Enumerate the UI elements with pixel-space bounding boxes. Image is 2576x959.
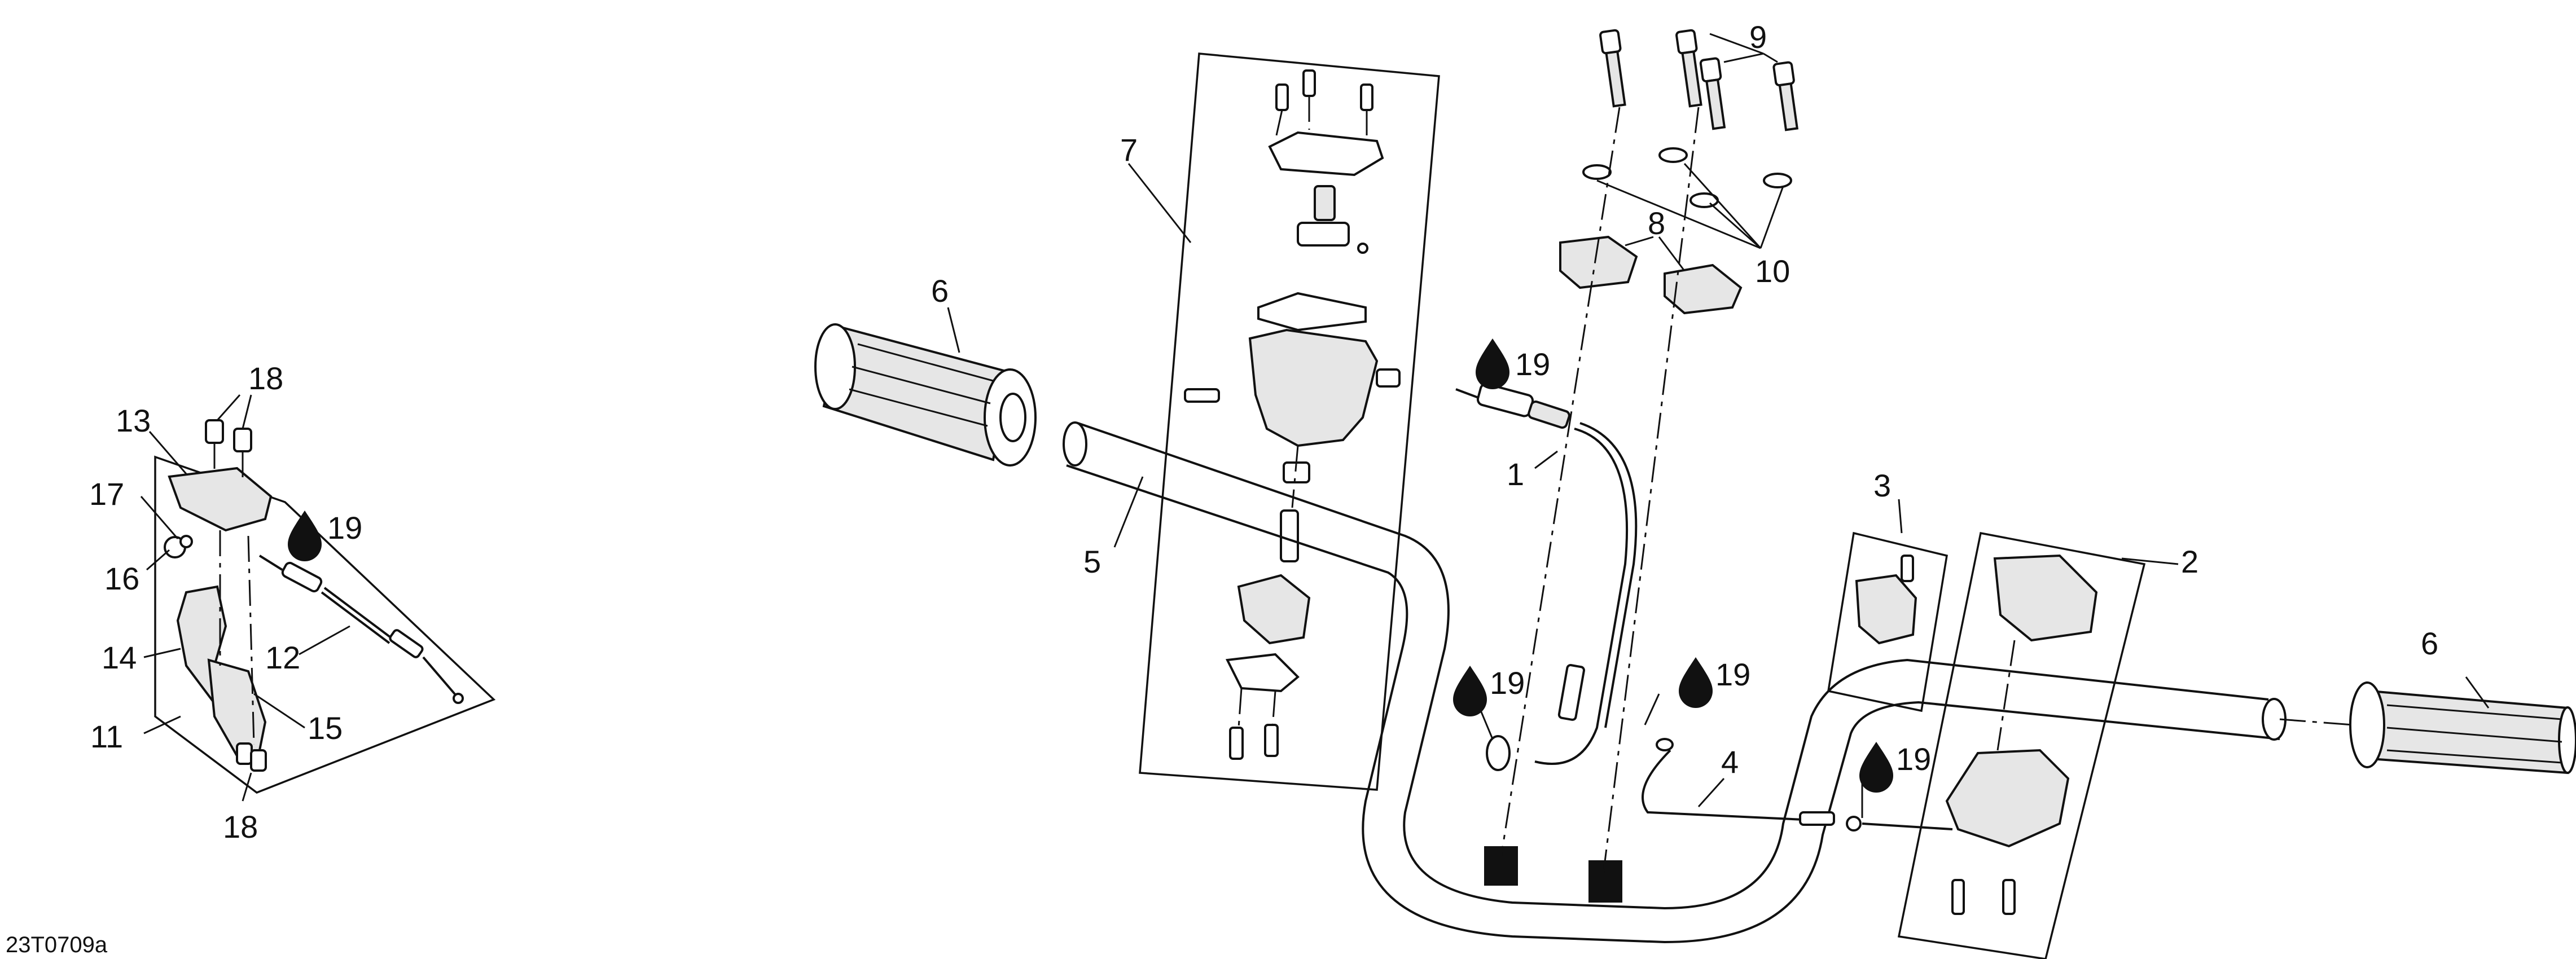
lube-point-cable-end: 19: [1453, 665, 1525, 716]
callout-9: 9: [1749, 19, 1767, 55]
callout-11: 11: [90, 719, 123, 754]
lube-label: 19: [327, 510, 362, 546]
drop-icon: [1476, 338, 1509, 389]
lube-label: 19: [1490, 665, 1525, 701]
lube-point-brake-cable: 19: [1679, 657, 1750, 708]
callout-6-right: 6: [2421, 626, 2438, 661]
lube-point-left: 19: [288, 510, 362, 561]
base-screws-part: [236, 742, 267, 772]
throttle-actuator-part: [1280, 509, 1299, 562]
lube-label: 19: [1715, 657, 1750, 692]
callout-10: 10: [1755, 253, 1790, 289]
throttle-shaft-part: [1314, 185, 1336, 221]
drawing-id: 23T0709a: [6, 932, 108, 957]
leader-lines: [140, 33, 2490, 818]
clamp-screws-part: [1229, 724, 1279, 760]
callout-2: 2: [2181, 544, 2198, 579]
throttle-housing-assembly: [1139, 52, 1440, 791]
lever-base-plate-part: [207, 658, 267, 758]
throttle-lever-assembly: [154, 419, 496, 794]
throttle-lever-clamp-part: [1237, 574, 1311, 645]
callout-1: 1: [1507, 456, 1524, 492]
switch-screws-part: [1951, 879, 2016, 915]
housing-screws-part: [205, 419, 252, 480]
control-switch-frame: [1897, 531, 2146, 959]
handlebar-bolts-part: [1599, 29, 1799, 131]
callout-18-bottom: 18: [223, 809, 258, 844]
clamp-washers-part: [1582, 147, 1792, 208]
lever-washer-part: [179, 535, 193, 548]
cover-screws-part: [1275, 69, 1373, 111]
upper-clamps-part: [1559, 235, 1743, 315]
callout-6-left: 6: [931, 273, 949, 309]
lube-point-cable: 19: [1476, 338, 1550, 389]
housing-cover-part: [1268, 131, 1384, 177]
clamp-half-part: [1225, 653, 1300, 693]
drop-icon: [1453, 666, 1487, 716]
callout-16: 16: [104, 561, 139, 596]
callout-7: 7: [1120, 132, 1138, 168]
control-switch-assembly: [1897, 531, 2146, 959]
handlebar-part: [1063, 421, 2287, 944]
throttle-cable-main-part: [1455, 382, 1638, 771]
drop-icon: [1679, 657, 1713, 708]
right-grip-part: [2349, 681, 2576, 775]
lever-housing-part: [168, 467, 273, 532]
left-grip-part: [814, 323, 1037, 467]
upper-switch-housing-part: [1993, 554, 2098, 642]
callout-14: 14: [102, 640, 137, 675]
switch-housing-assembly: [1827, 531, 1948, 712]
callout-13: 13: [116, 403, 151, 438]
brake-cable-part: [1642, 738, 1953, 832]
callout-18-top: 18: [248, 360, 283, 396]
grip-axis-line: [2279, 718, 2354, 726]
callout-8: 8: [1648, 205, 1665, 241]
drop-icon: [288, 511, 322, 561]
lube-label: 19: [1515, 346, 1550, 382]
callout-4: 4: [1721, 744, 1739, 780]
callout-3: 3: [1873, 468, 1891, 503]
switch-frame: [1827, 531, 1948, 712]
throttle-housing-frame: [1139, 52, 1440, 791]
callout-12: 12: [265, 640, 300, 675]
lube-point-switch-cable: 19: [1859, 741, 1931, 793]
housing-gasket-part: [1257, 292, 1367, 332]
lower-switch-housing-part: [1945, 749, 2070, 848]
callout-17: 17: [89, 476, 124, 512]
handlebar-knurl-right: [1588, 860, 1622, 903]
throttle-cable-part: [258, 555, 464, 704]
lube-label: 19: [1896, 741, 1931, 777]
callout-5: 5: [1083, 544, 1101, 579]
drop-icon: [1859, 742, 1893, 793]
switch-housing-part: [1855, 574, 1917, 645]
throttle-housing-part: [1248, 328, 1379, 447]
callout-15: 15: [308, 710, 343, 746]
